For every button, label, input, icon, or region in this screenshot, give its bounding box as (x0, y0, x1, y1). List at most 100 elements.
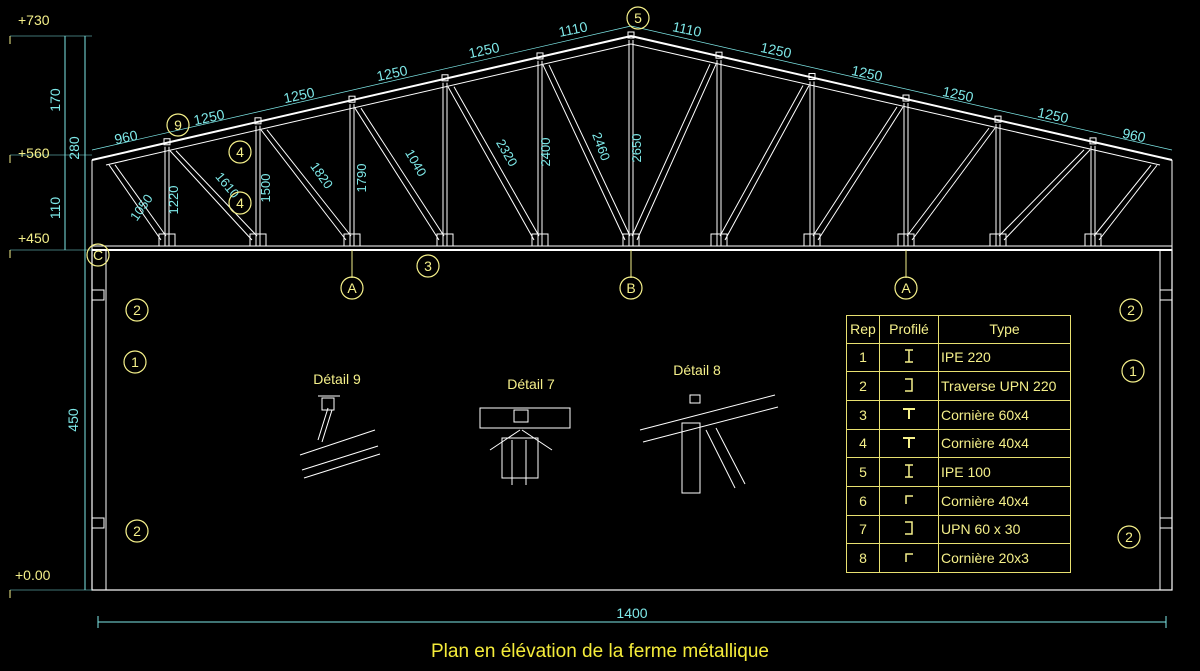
purlin-cleat (348, 95, 356, 103)
marker-2-left-bottom-circle (125, 519, 149, 543)
marker-5: 5 (634, 10, 642, 26)
truss-diagonal (1003, 149, 1091, 241)
gusset-plate (989, 233, 1007, 247)
truss-diagonal (453, 86, 540, 237)
chord-dim-r5: 1250 (1036, 104, 1070, 126)
truss-diagonal (911, 127, 996, 241)
tee-icon (879, 428, 939, 459)
row-rep: 6 (846, 485, 880, 516)
detail-8-post (681, 422, 701, 494)
truss-diagonal (1093, 164, 1152, 237)
marker-4a-circle (228, 140, 252, 164)
table-header-row: Rep Profilé Type (846, 315, 1071, 344)
gusset-plate (803, 233, 821, 247)
member-dim-1220: 1220 (166, 186, 181, 215)
dim-total-span: 1400 (616, 605, 647, 621)
truss-diagonal (817, 106, 904, 241)
purlin-cleat (254, 117, 262, 125)
detail-8-diag (705, 429, 736, 489)
detail-9-strut (321, 409, 333, 443)
marker-3-circle (416, 254, 440, 278)
row-type: Cornière 40x4 (938, 485, 1071, 516)
gusset-plate (622, 233, 640, 247)
row-type: IPE 100 (938, 457, 1071, 487)
marker-1-left: 1 (131, 354, 139, 370)
row-type: Traverse UPN 220 (938, 371, 1071, 401)
purlin-cleat (163, 138, 171, 146)
marker-2-right-bottom-circle (1117, 525, 1141, 549)
i-beam-icon (879, 342, 939, 373)
header-profile: Profilé (879, 315, 939, 344)
chord-dim-l1: 960 (113, 127, 139, 148)
gusset-plate (436, 233, 454, 247)
truss-diagonal (175, 150, 258, 237)
chord-dim-r1: 1110 (671, 18, 703, 40)
detail-7-gusset (501, 437, 539, 479)
chord-dim-line (630, 25, 1173, 151)
detail-7-diag (489, 429, 521, 451)
detail-9-title: Détail 9 (313, 371, 361, 387)
column-cleat (1159, 517, 1173, 529)
marker-4b: 4 (236, 195, 244, 211)
chord-dim-l3: 1250 (282, 84, 316, 106)
top-chord-right (630, 35, 1173, 161)
truss-diagonal (998, 149, 1085, 237)
axis-a-right-label-circle (894, 276, 918, 300)
gusset-plate (710, 233, 728, 247)
chord-dim-r4: 1250 (941, 83, 975, 105)
column-cleat (1159, 289, 1173, 301)
truss-diagonal (548, 64, 631, 237)
detail-9-beam (303, 453, 381, 479)
truss-diagonal (812, 106, 898, 237)
column-cleat (91, 517, 105, 529)
member-dim-2650: 2650 (629, 134, 644, 163)
marker-3: 3 (424, 258, 432, 274)
detail-8-diag (715, 427, 746, 485)
member-dim-2320: 2320 (493, 136, 520, 169)
purlin-cleat (627, 31, 635, 39)
axis-c-label-circle (86, 243, 110, 267)
member-dim-1790: 1790 (354, 164, 369, 193)
detail-sketches (299, 394, 779, 494)
axis-b-label-circle (619, 276, 643, 300)
marker-2-left-top-circle (125, 298, 149, 322)
detail-9-beam (301, 445, 379, 471)
i-beam-icon (879, 457, 939, 487)
chord-dim-l5: 1250 (467, 39, 501, 61)
detail-9-purlin (321, 397, 335, 411)
purlin-cleat (441, 74, 449, 82)
truss-diagonal (631, 63, 711, 237)
angle-icon (879, 485, 939, 516)
row-type: Cornière 40x4 (938, 428, 1071, 459)
marker-1-left-circle (123, 350, 147, 374)
gusset-plate (531, 233, 549, 247)
row-rep: 3 (846, 399, 880, 430)
marker-4b-circle (228, 191, 252, 215)
dimension-lines (9, 25, 1173, 628)
angle-icon (879, 543, 939, 573)
axis-c-label: C (93, 247, 103, 263)
purlin-cleat (715, 51, 723, 59)
channel-icon (879, 371, 939, 401)
purlin-cleat (994, 115, 1002, 123)
detail-8-chord (642, 406, 779, 443)
marker-1-right: 1 (1129, 363, 1137, 379)
truss-diagonal (354, 107, 440, 241)
detail-8-chord (639, 394, 776, 431)
purlin-cleat (808, 72, 816, 80)
truss-structure (91, 31, 1173, 591)
top-chord-right-inner (630, 43, 1161, 166)
detail-8-cleat (689, 394, 701, 404)
dim-280: 280 (66, 136, 82, 160)
chord-dim-line (91, 25, 632, 151)
column-cleat (91, 289, 105, 301)
member-dim-2400: 2400 (538, 138, 553, 167)
drawing-title: Plan en élévation de la ferme métallique (431, 641, 769, 662)
